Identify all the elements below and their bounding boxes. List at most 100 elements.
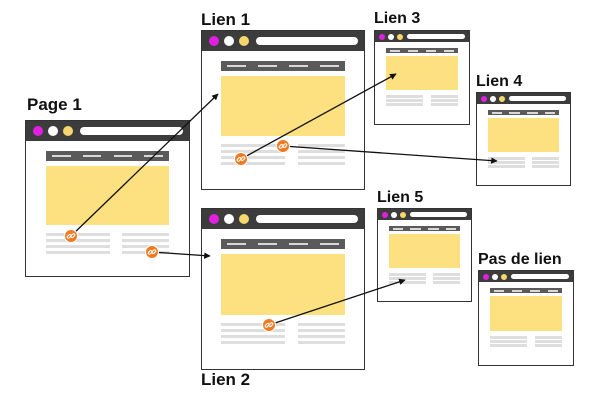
text-line [430,99,458,102]
nav-menu-item [547,289,559,292]
nav-menu-item [289,243,308,245]
lien-2-window [201,208,365,370]
address-bar [256,36,358,46]
text-line [430,103,458,106]
chain-link-icon [236,156,246,162]
nav-menu-item [227,243,246,245]
browser-toolbar [479,271,573,282]
browser-toolbar [202,209,364,229]
label-lien-1: Lien 1 [201,10,251,29]
link-icon[interactable] [145,245,159,259]
label-lien-2: Lien 2 [201,370,251,389]
window-dot-yellow-icon [499,95,505,102]
nav-menu-item [320,65,339,67]
nav-menu-item [428,227,439,230]
text-line [430,95,458,98]
text-line [221,156,286,159]
lien-1-window [201,30,365,190]
window-dot-yellow-icon [239,214,249,224]
text-line [488,161,525,164]
window-dot-white-icon [224,36,234,46]
nav-menu-item [509,111,520,114]
chain-link-icon [147,249,157,255]
link-icon[interactable] [64,229,78,243]
lien-4-window [476,92,571,186]
text-line [297,156,345,159]
hero-banner [221,76,345,136]
window-dot-white-icon [490,95,496,102]
label-lien-4: Lien 4 [476,73,523,90]
window-dot-yellow-icon [239,36,249,46]
text-line [122,245,169,248]
arrow-page1-to-lien2 [151,251,211,259]
text-line [46,251,110,254]
arrow-lien1-to-lien4 [282,145,498,164]
text-line [534,340,562,343]
nav-menu [488,110,559,115]
nav-menu [389,226,460,231]
text-line [433,273,460,276]
text-line [389,281,426,284]
window-dot-white-icon [224,214,234,224]
text-line [488,165,525,168]
text-line [389,273,426,276]
chain-link-icon [264,322,274,328]
label-pas-de-lien: Pas de lien [478,251,562,268]
pas-de-lien-window [478,270,574,366]
window-dot-white-icon [492,273,498,280]
nav-menu-item [52,155,71,157]
address-bar [511,274,569,279]
text-line [532,165,559,168]
label-lien-3: Lien 3 [374,10,421,27]
window-dot-white-icon [48,126,58,136]
nav-menu-item [425,49,437,52]
window-dot-magenta-icon [209,36,219,46]
hero-banner [386,56,458,90]
text-line [386,103,424,106]
text-line [221,329,286,332]
window-dot-magenta-icon [209,214,219,224]
nav-menu-item [445,227,457,230]
text-line [488,157,525,160]
window-dot-white-icon [388,33,394,40]
text-line [433,281,460,284]
link-icon[interactable] [234,152,248,166]
text-line [386,99,424,102]
text-line [297,162,345,165]
arrow-lien2-to-lien5 [268,278,406,326]
address-bar [256,214,358,224]
text-line [490,344,528,347]
arrow-page1-to-lien1 [70,93,219,237]
window-dot-magenta-icon [382,211,388,218]
text-line [221,144,286,147]
browser-toolbar [477,93,570,104]
address-bar [80,126,183,136]
nav-menu [386,48,458,53]
browser-toolbar [26,121,189,141]
text-line [490,340,528,343]
text-line [297,341,345,344]
label-page-1: Page 1 [27,95,82,114]
link-icon[interactable] [262,318,276,332]
text-line [433,277,460,280]
chain-link-icon [278,143,288,149]
text-line [297,150,345,153]
nav-menu-item [527,111,538,114]
text-line [534,336,562,339]
link-icon[interactable] [276,139,290,153]
window-dot-white-icon [391,211,397,218]
browser-toolbar [378,209,471,220]
text-line [221,335,286,338]
browser-toolbar [202,31,364,51]
address-bar [407,34,465,39]
nav-menu-item [407,49,419,52]
text-line [122,233,169,236]
nav-menu-item [491,111,503,114]
nav-menu-item [529,289,541,292]
text-line [534,344,562,347]
text-line [46,245,110,248]
window-dot-yellow-icon [501,273,507,280]
hero-banner [490,296,562,331]
window-dot-yellow-icon [400,211,406,218]
